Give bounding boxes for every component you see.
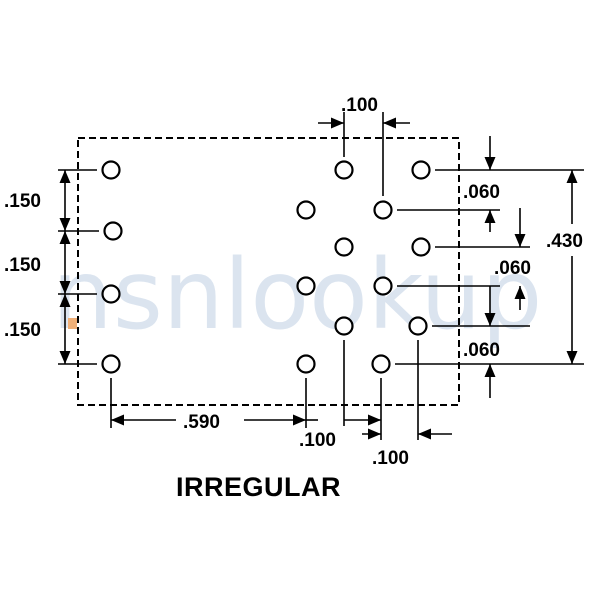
- dim-right-offset-2-label: .060: [494, 258, 531, 279]
- dim-overall-height: .430: [546, 170, 583, 364]
- hole: [101, 160, 121, 180]
- dim-right-offset-1-label: .060: [463, 182, 500, 203]
- hole: [334, 316, 354, 336]
- dim-top-pitch: .100: [318, 95, 410, 129]
- holes: [101, 160, 431, 374]
- dim-bottom-pitches: .100 .100: [299, 414, 452, 469]
- dim-bottom-span-label: .590: [183, 412, 220, 433]
- dim-right-offsets: .060 .060 .060: [463, 136, 531, 398]
- hole: [408, 316, 428, 336]
- hole: [371, 354, 391, 374]
- dim-bottom-pitch-2-label: .100: [372, 448, 409, 469]
- dim-bottom-span: .590: [111, 412, 306, 433]
- dim-right-offset-3-label: .060: [463, 340, 500, 361]
- hole: [334, 237, 354, 257]
- dim-bottom-pitch-1-label: .100: [299, 430, 336, 451]
- watermark-mark: [68, 318, 77, 329]
- dim-left-pitch-3-label: .150: [4, 320, 41, 341]
- board-outline: [77, 137, 460, 406]
- hole: [411, 237, 431, 257]
- hole: [103, 221, 123, 241]
- dim-left-pitch-1-label: .150: [4, 191, 41, 212]
- hole: [296, 354, 316, 374]
- hole: [373, 200, 393, 220]
- hole: [101, 284, 121, 304]
- hole: [373, 276, 393, 296]
- dim-left-pitches: .150 .150 .150: [4, 170, 71, 364]
- dim-overall-height-label: .430: [546, 231, 583, 252]
- hole: [296, 276, 316, 296]
- watermark-text: nsnlookup: [52, 239, 542, 351]
- dim-top-pitch-label: .100: [341, 95, 378, 116]
- dim-left-pitch-2-label: .150: [4, 255, 41, 276]
- hole: [296, 200, 316, 220]
- hole: [411, 160, 431, 180]
- hole: [101, 354, 121, 374]
- hole: [334, 160, 354, 180]
- diagram-caption: IRREGULAR: [176, 472, 341, 502]
